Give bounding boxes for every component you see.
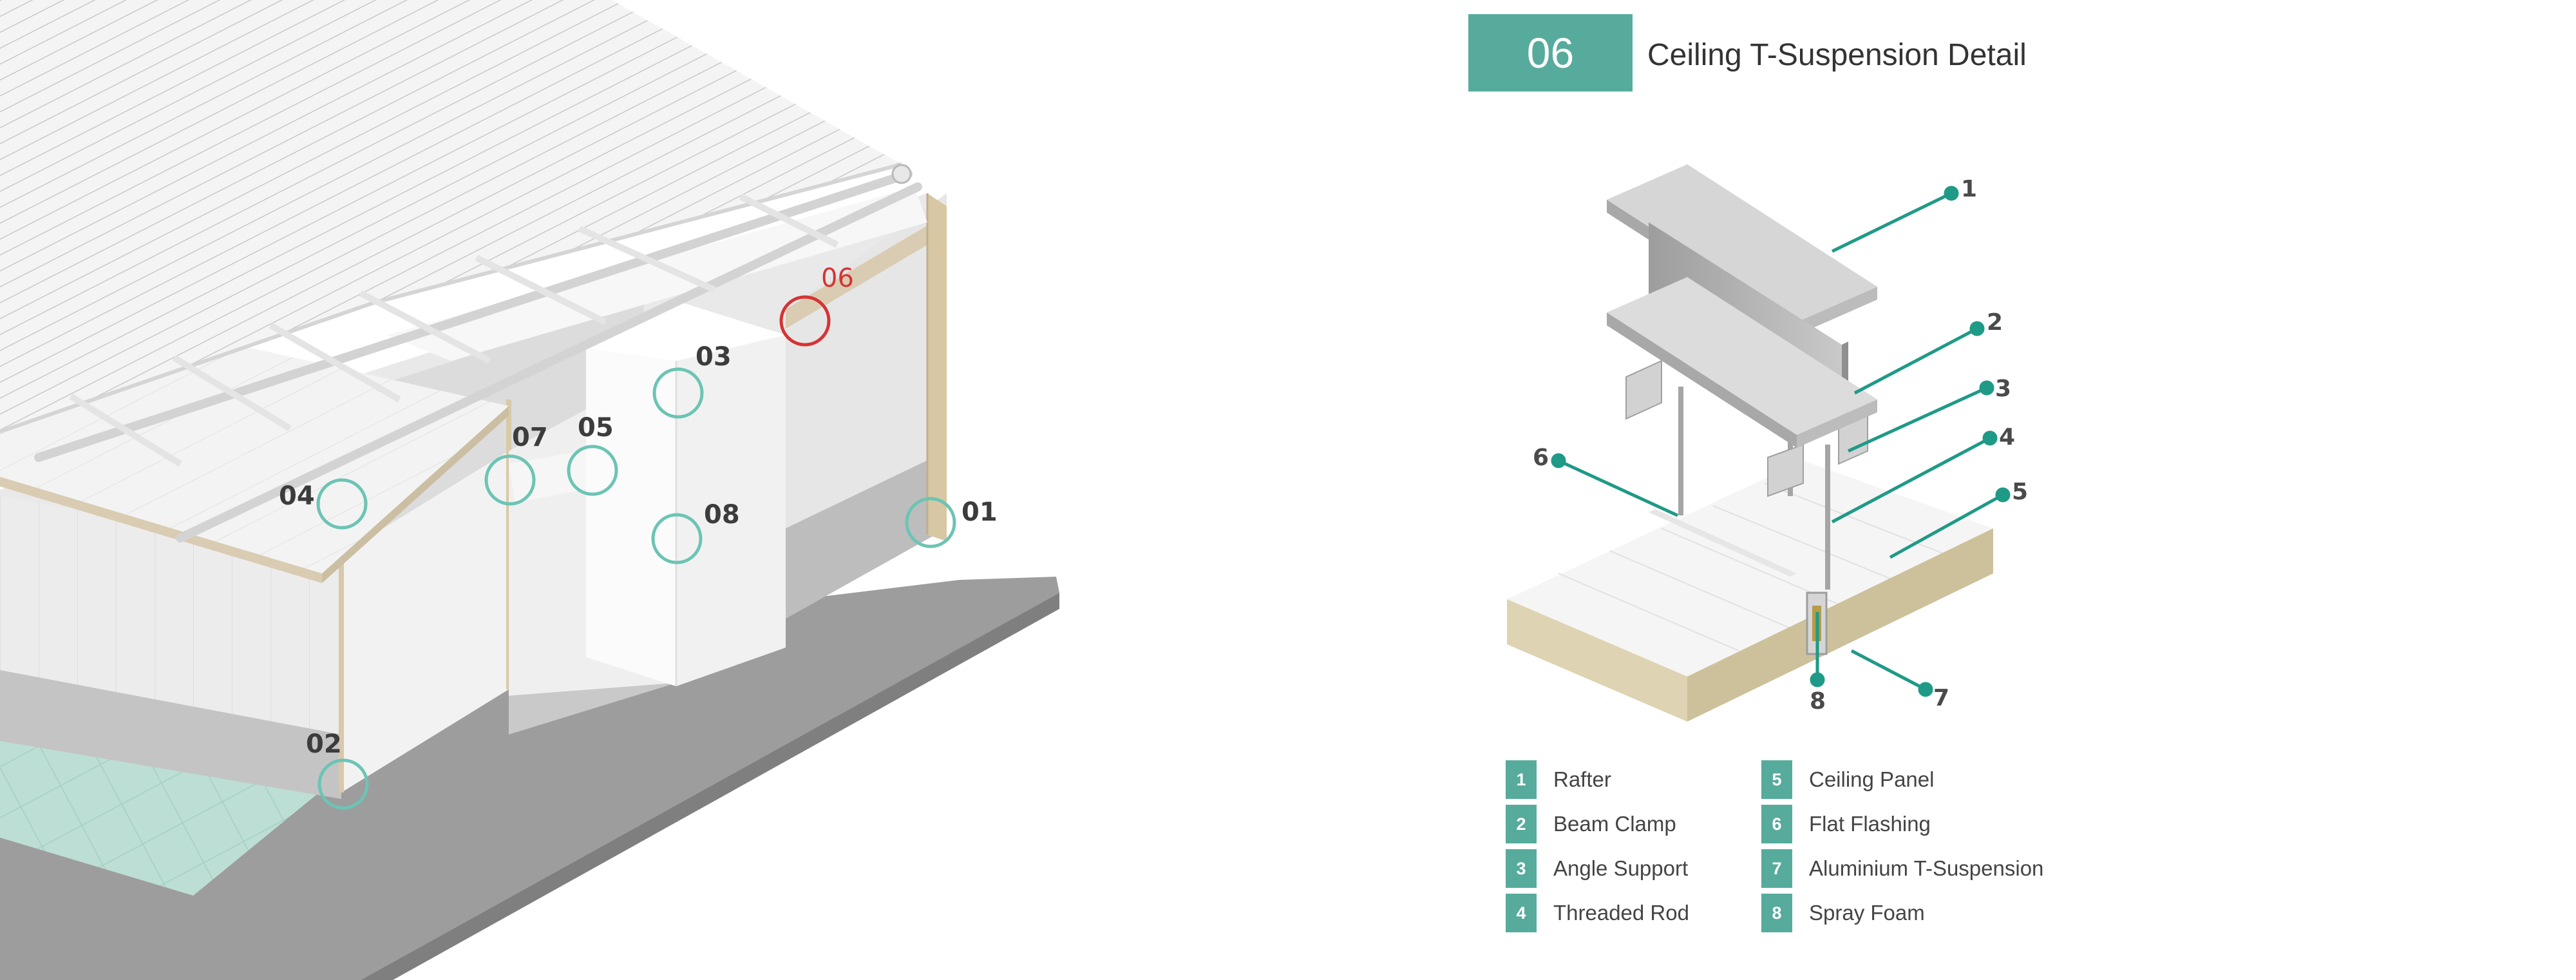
ceiling-slab <box>0 335 509 573</box>
legend-item: 2 Beam Clamp <box>1506 805 1676 843</box>
legend-item: 4 Threaded Rod <box>1506 894 1689 932</box>
detail-number-3: 3 <box>1995 376 2011 402</box>
legend-number: 2 <box>1506 805 1537 843</box>
callout-06[interactable]: 06 <box>779 264 854 347</box>
svg-text:08: 08 <box>704 500 740 530</box>
ceiling-panel <box>1507 461 1993 677</box>
roof-sheet <box>0 0 902 432</box>
svg-text:05: 05 <box>578 413 614 443</box>
svg-text:01: 01 <box>961 497 998 527</box>
legend-number: 5 <box>1761 760 1792 799</box>
callout-02[interactable]: 02 <box>306 729 369 810</box>
legend-label: Ceiling Panel <box>1809 767 1935 791</box>
legend-number: 6 <box>1761 805 1792 843</box>
svg-text:03: 03 <box>696 342 732 372</box>
callout-05[interactable]: 05 <box>567 413 618 496</box>
rafter-beam <box>1607 164 1877 448</box>
legend-item: 6 Flat Flashing <box>1761 805 1931 843</box>
legend-label: Flat Flashing <box>1809 812 1931 836</box>
legend-label: Aluminium T-Suspension <box>1809 856 2044 880</box>
angle-support <box>1625 360 1662 420</box>
detail-callouts <box>1551 186 2011 697</box>
callout-07[interactable]: 07 <box>484 423 548 506</box>
legend-number: 7 <box>1761 849 1792 888</box>
callout-04[interactable]: 04 <box>279 478 368 530</box>
svg-text:04: 04 <box>279 481 315 511</box>
detail-illustration <box>1507 164 1993 722</box>
legend-number: 3 <box>1506 849 1537 888</box>
callout-08[interactable]: 08 <box>651 500 740 564</box>
legend-item: 3 Angle Support <box>1506 849 1688 888</box>
legend-label: Angle Support <box>1553 856 1689 880</box>
section-number-badge: 06 <box>1468 14 1633 91</box>
detail-callout-numbers: 1 2 3 4 5 6 7 8 <box>1533 176 2028 715</box>
overview-building <box>0 0 1059 980</box>
detail-number-6: 6 <box>1533 445 1549 471</box>
detail-number-8: 8 <box>1810 688 1826 715</box>
legend-number: 8 <box>1761 894 1792 932</box>
overview-callouts: 01 02 03 04 05 06 07 08 <box>279 264 998 810</box>
detail-number-5: 5 <box>2012 479 2028 505</box>
legend-item: 8 Spray Foam <box>1761 894 1925 932</box>
section-title: Ceiling T-Suspension Detail <box>1647 38 2027 72</box>
legend-item: 7 Aluminium T-Suspension <box>1761 849 2043 888</box>
svg-text:06: 06 <box>821 264 854 293</box>
detail-number-1: 1 <box>1961 176 1977 202</box>
svg-text:02: 02 <box>306 729 342 759</box>
end-wall <box>927 193 947 541</box>
legend-label: Beam Clamp <box>1553 812 1676 836</box>
legend-number: 4 <box>1506 894 1537 932</box>
detail-number-7: 7 <box>1933 685 1949 711</box>
callout-01[interactable]: 01 <box>905 497 998 548</box>
legend-label: Rafter <box>1553 767 1611 791</box>
flat-flashing <box>1649 509 1797 577</box>
detail-number-4: 4 <box>1999 424 2015 450</box>
legend-number: 1 <box>1506 760 1537 799</box>
legend-label: Threaded Rod <box>1553 901 1689 925</box>
legend-item: 1 Rafter <box>1506 760 1611 799</box>
legend-item: 5 Ceiling Panel <box>1761 760 1934 799</box>
callout-03[interactable]: 03 <box>652 342 732 419</box>
detail-number-2: 2 <box>1987 309 2003 336</box>
svg-text:07: 07 <box>512 423 548 452</box>
legend-label: Spray Foam <box>1809 901 1925 925</box>
